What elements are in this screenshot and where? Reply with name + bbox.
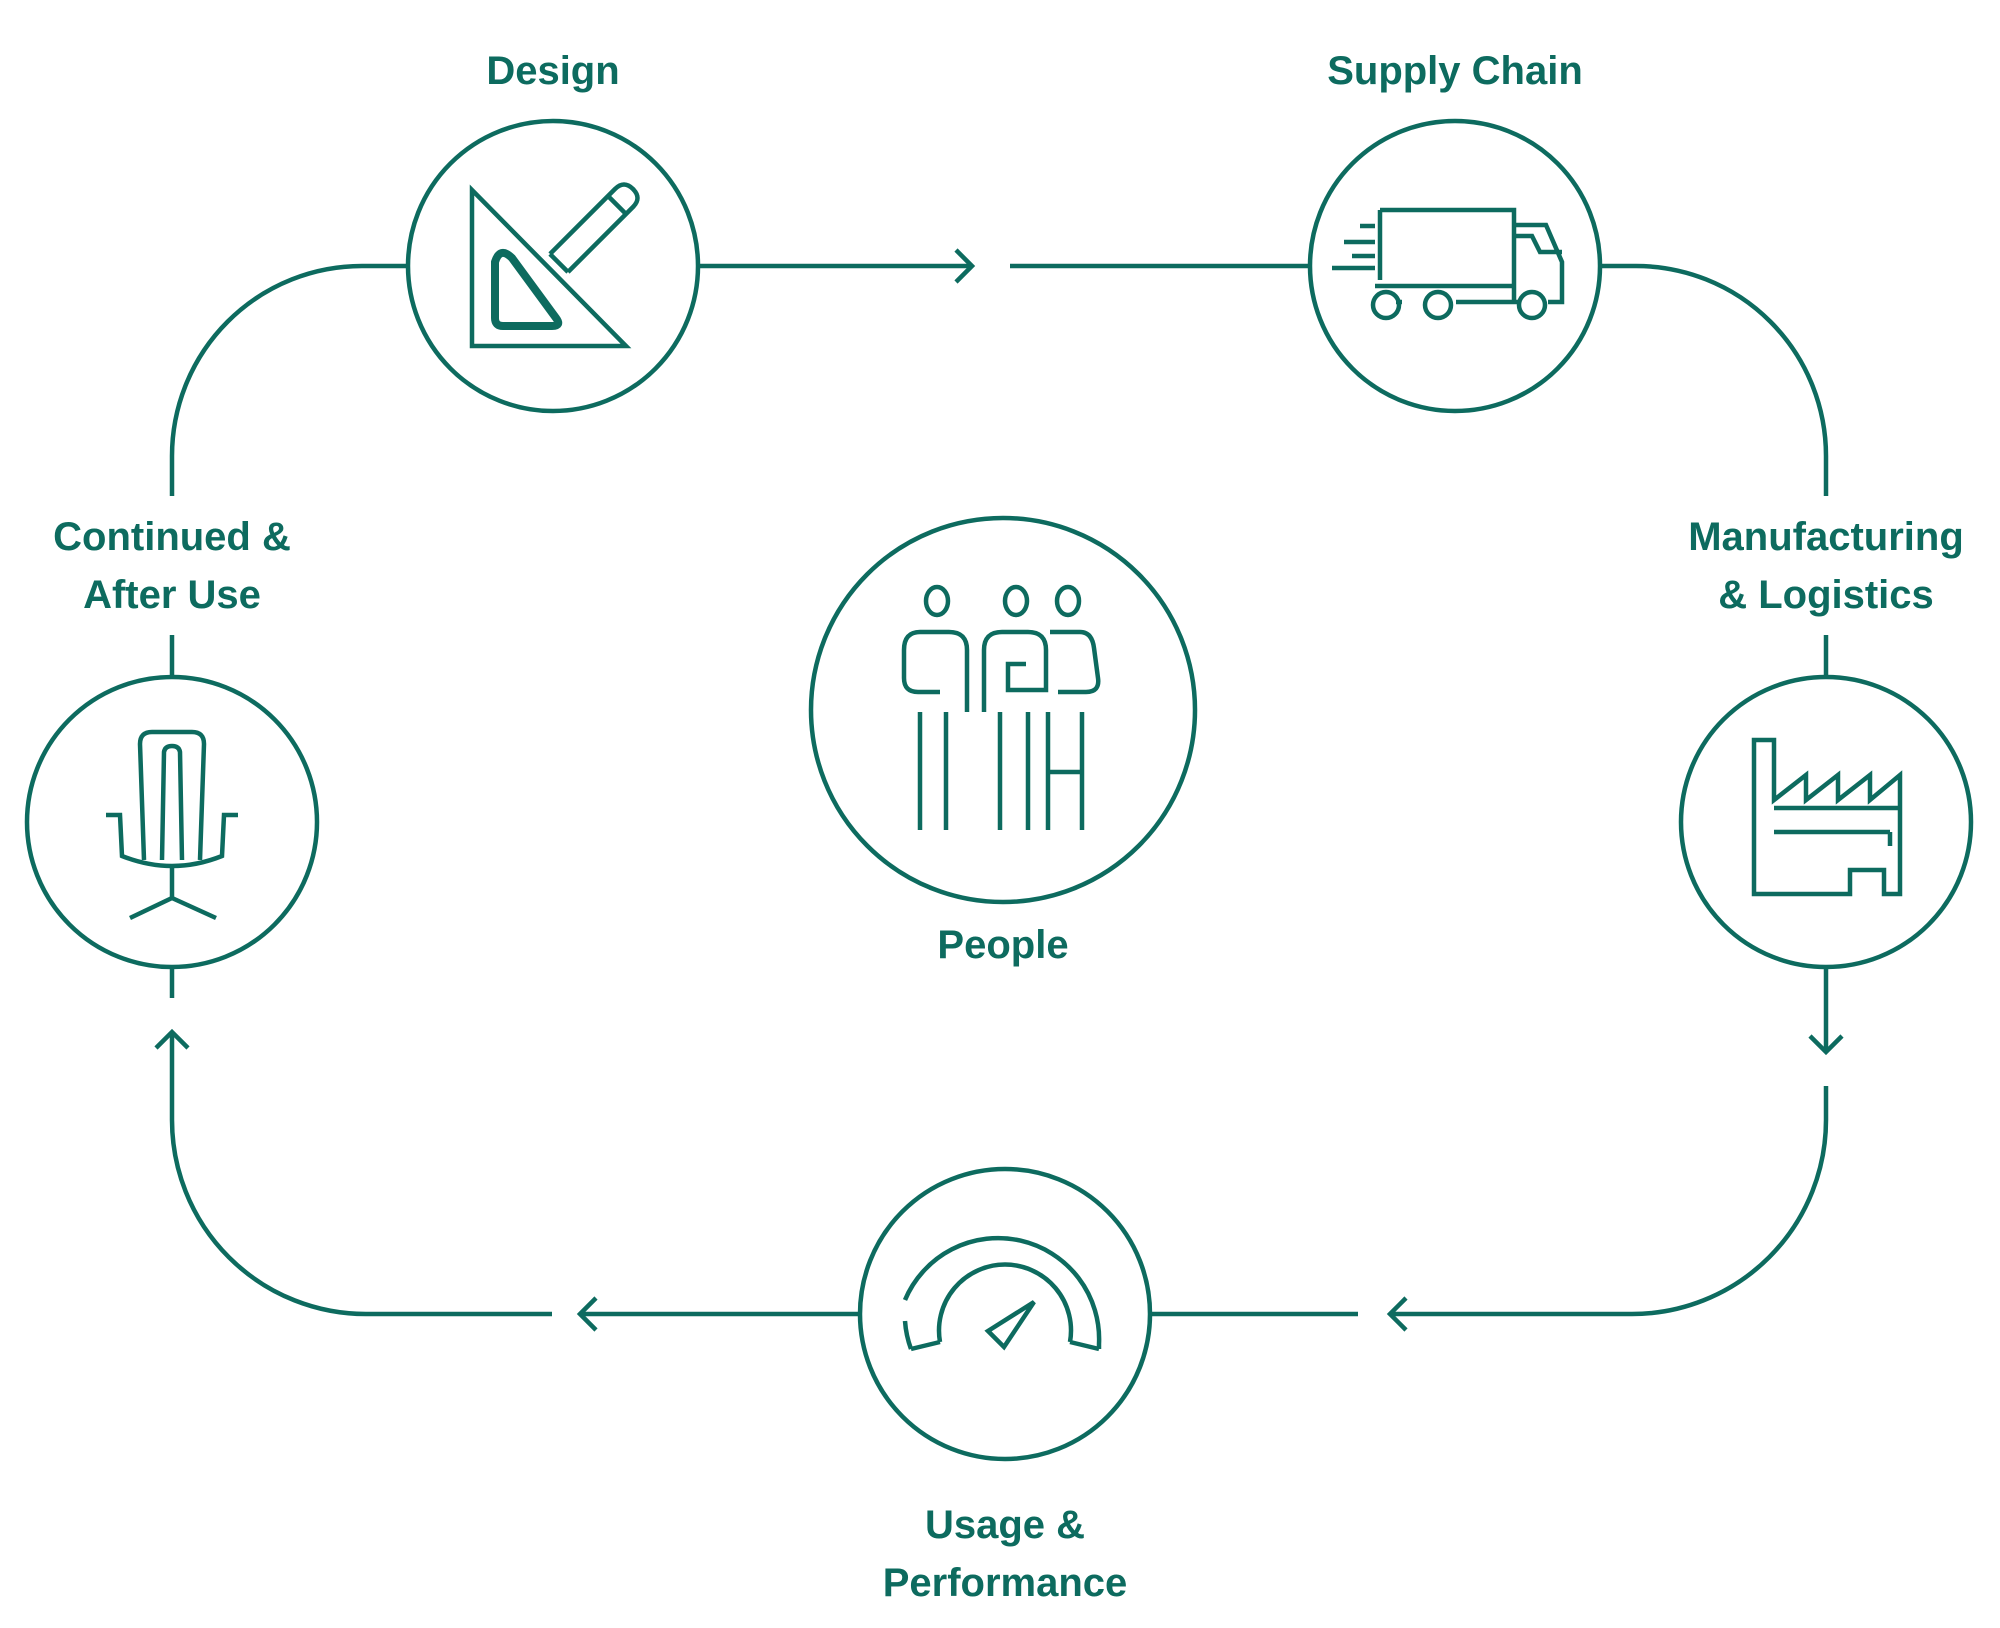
- supply-chain-node-circle: [1307, 118, 1603, 414]
- manufacturing-node-circle: [1678, 674, 1974, 970]
- usage-label-line2: Performance: [882, 1561, 1128, 1605]
- people-node-circle: [808, 515, 1198, 905]
- arrow-right-icon: [954, 248, 976, 284]
- gauge-speedometer-icon: [902, 1235, 1102, 1352]
- after-use-label-line2: After Use: [83, 573, 261, 617]
- delivery-truck-icon: [1332, 207, 1565, 321]
- supply-chain-label: Supply Chain: [1327, 49, 1583, 93]
- after-use-node-circle: [24, 674, 320, 970]
- set-square-pencil-icon: [469, 182, 640, 349]
- connector-to-design: [169, 263, 408, 496]
- usage-label-line1: Usage &: [924, 1503, 1086, 1547]
- connector-to-usage: [1390, 1086, 1829, 1317]
- connector-supply-manufacturing: [1600, 263, 1829, 496]
- after-use-label-line1: Continued &: [53, 515, 291, 559]
- usage-node-circle: [857, 1166, 1153, 1462]
- arrow-up-icon: [154, 1028, 190, 1050]
- cycle-connectors: [154, 248, 1844, 1332]
- factory-icon: [1751, 737, 1903, 897]
- connector-to-after-use: [169, 1032, 552, 1317]
- manufacturing-label-line1: Manufacturing: [1688, 515, 1964, 559]
- design-node-circle: [405, 118, 701, 414]
- usage-label: Usage & Performance: [845, 1496, 1165, 1612]
- people-group-icon: [901, 584, 1101, 830]
- after-use-label: Continued & After Use: [12, 508, 332, 624]
- people-label: People: [937, 923, 1069, 967]
- arrow-down-icon: [1808, 1034, 1844, 1056]
- arrow-left-icon: [576, 1296, 598, 1332]
- manufacturing-label-line2: & Logistics: [1718, 573, 1934, 617]
- design-label: Design: [486, 49, 620, 93]
- manufacturing-label: Manufacturing & Logistics: [1656, 508, 1996, 624]
- arrow-left-icon: [1386, 1296, 1408, 1332]
- office-chair-icon: [106, 729, 238, 921]
